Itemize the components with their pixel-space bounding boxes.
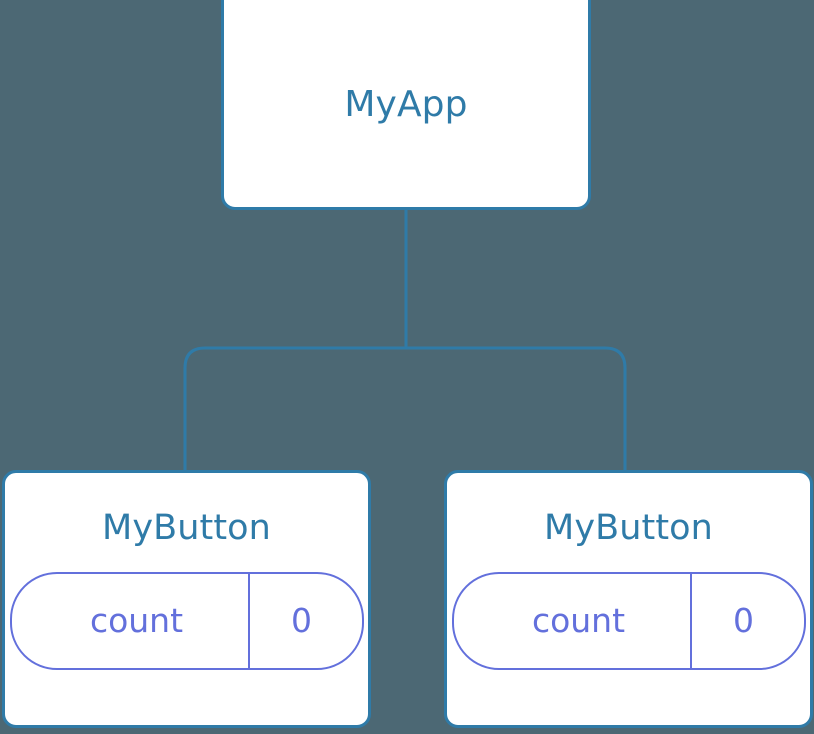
edge-bus-to-right-child — [406, 346, 627, 470]
node-mybutton-2[interactable]: MyButton count 0 — [444, 470, 813, 728]
state-value-label-1: 0 — [291, 601, 312, 640]
state-pill-count-2[interactable]: count 0 — [451, 571, 806, 670]
state-pill-divider-2 — [689, 573, 692, 668]
state-key-label-1: count — [89, 601, 184, 640]
node-mybutton-1-label: MyButton — [102, 508, 271, 548]
state-pill-count-1[interactable]: count 0 — [9, 571, 364, 670]
state-key-label-2: count — [531, 601, 626, 640]
node-mybutton-1[interactable]: MyButton count 0 — [2, 470, 371, 728]
state-pill-divider-1 — [247, 573, 250, 668]
node-myapp[interactable]: MyApp — [221, 0, 591, 210]
edge-bus-to-left-child — [183, 346, 406, 470]
state-value-label-2: 0 — [733, 601, 754, 640]
node-mybutton-2-label: MyButton — [544, 508, 713, 548]
node-myapp-label: MyApp — [344, 84, 468, 126]
